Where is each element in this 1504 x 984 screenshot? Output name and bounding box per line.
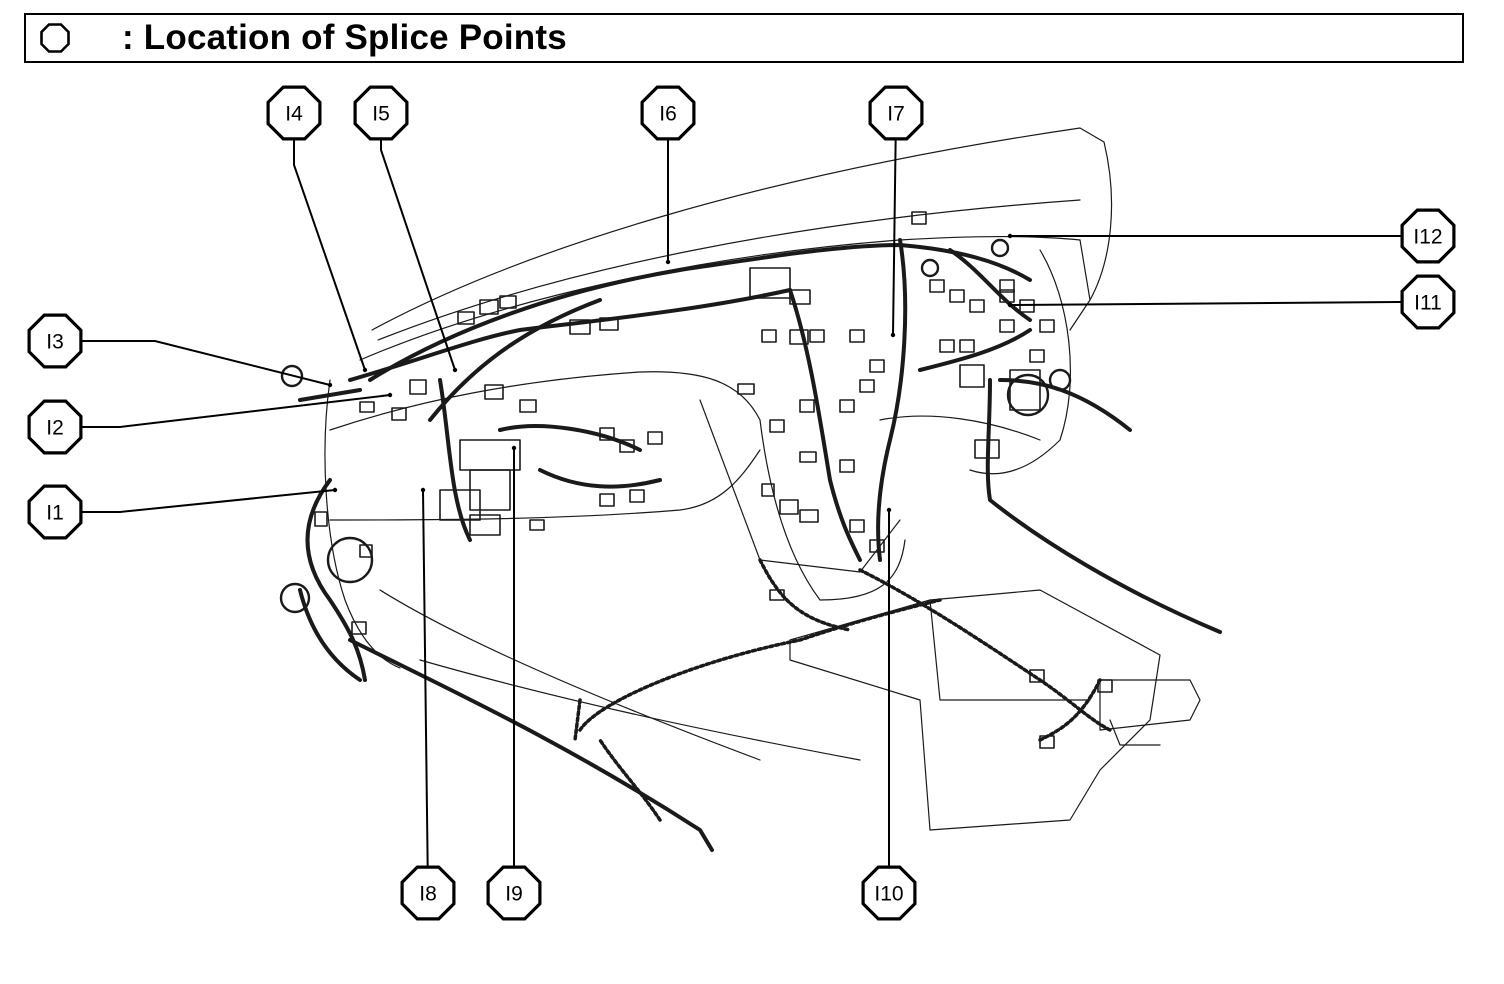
splice-label: I2 bbox=[46, 417, 64, 440]
splice-callout-i7: I7 bbox=[868, 85, 924, 141]
splice-callout-i8: I8 bbox=[400, 865, 456, 921]
splice-label: I1 bbox=[46, 502, 64, 525]
title-bar: : Location of Splice Points bbox=[24, 13, 1464, 63]
leader-i2 bbox=[55, 394, 391, 428]
splice-label: I7 bbox=[887, 103, 905, 126]
splice-callout-i12: I12 bbox=[1400, 208, 1456, 264]
splice-label: I11 bbox=[1414, 292, 1442, 315]
splice-label: I3 bbox=[46, 331, 64, 354]
leader-i7 bbox=[892, 112, 897, 336]
splice-label: I10 bbox=[874, 883, 903, 906]
leader-i5 bbox=[380, 113, 456, 371]
splice-callout-i6: I6 bbox=[640, 85, 696, 141]
splice-callout-i2: I2 bbox=[27, 399, 83, 455]
splice-label: I5 bbox=[372, 103, 390, 126]
leader-i3 bbox=[55, 340, 331, 386]
splice-callout-i1: I1 bbox=[27, 484, 83, 540]
splice-label: I12 bbox=[1413, 226, 1442, 249]
splice-label: I9 bbox=[505, 883, 523, 906]
leader-lines bbox=[55, 112, 1428, 894]
dashboard-illustration bbox=[279, 127, 1222, 852]
splice-callout-i4: I4 bbox=[266, 85, 322, 141]
splice-callout-i9: I9 bbox=[486, 865, 542, 921]
splice-callout-i10: I10 bbox=[861, 865, 917, 921]
leader-i11 bbox=[1009, 301, 1428, 306]
splice-callout-i3: I3 bbox=[27, 313, 83, 369]
splice-label: I8 bbox=[419, 883, 437, 906]
leader-i1 bbox=[55, 489, 336, 513]
leader-i8 bbox=[422, 489, 429, 894]
splice-label: I4 bbox=[285, 103, 303, 126]
page-title: : Location of Splice Points bbox=[122, 18, 567, 57]
splice-label: I6 bbox=[659, 103, 677, 126]
splice-callout-i5: I5 bbox=[353, 85, 409, 141]
octagon-icon bbox=[40, 23, 70, 53]
leader-i4 bbox=[293, 113, 366, 371]
splice-callout-i11: I11 bbox=[1400, 274, 1456, 330]
